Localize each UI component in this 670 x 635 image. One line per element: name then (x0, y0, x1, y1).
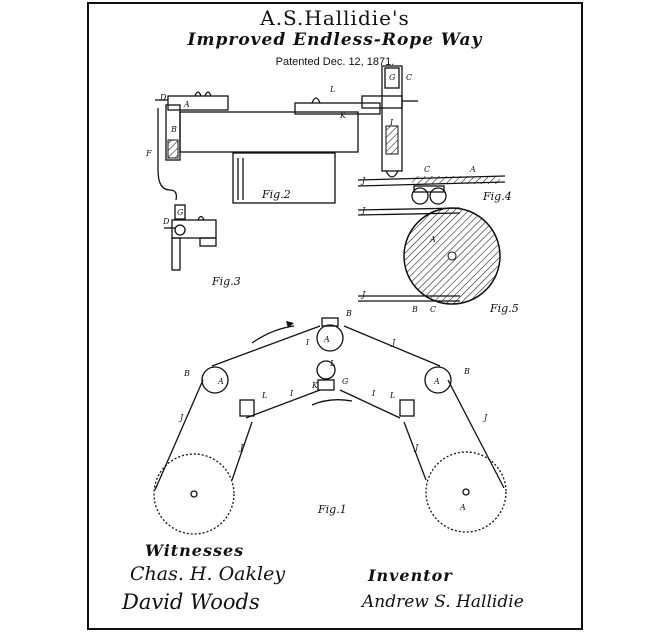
svg-text:L: L (329, 359, 335, 368)
svg-text:A: A (183, 100, 190, 109)
svg-text:B: B (345, 309, 352, 318)
svg-text:B: B (411, 305, 418, 314)
svg-text:A: A (217, 377, 224, 386)
svg-text:L: L (329, 85, 335, 94)
inventor-label: Inventor (368, 566, 453, 585)
fig-2-label: Fig.2 (261, 188, 291, 201)
svg-text:B: B (463, 367, 470, 376)
fig-4-label: Fig.4 (482, 190, 512, 203)
svg-text:A: A (459, 503, 466, 512)
fig-2-drawing: D A B F L K G C I (145, 66, 418, 203)
svg-text:B: B (170, 125, 177, 134)
witness-2-signature: David Woods (122, 590, 260, 614)
svg-text:K: K (339, 111, 347, 120)
fig-5-label: Fig.5 (489, 302, 519, 315)
svg-text:J: J (360, 290, 366, 299)
svg-text:G: G (389, 73, 396, 82)
svg-text:D: D (159, 93, 167, 102)
fig-5-drawing: J A J B C (358, 206, 500, 314)
fig-1-label: Fig.1 (317, 503, 347, 516)
svg-text:L: L (389, 391, 395, 400)
svg-text:A: A (429, 235, 436, 244)
svg-text:B: B (183, 369, 190, 378)
svg-text:K: K (311, 381, 319, 390)
svg-text:A: A (323, 335, 330, 344)
svg-text:A: A (433, 377, 440, 386)
svg-text:G: G (177, 208, 184, 217)
fig-3-label: Fig.3 (211, 275, 241, 288)
svg-text:J: J (178, 413, 184, 422)
svg-text:G: G (342, 377, 349, 386)
svg-text:A: A (469, 165, 476, 174)
svg-text:L: L (261, 391, 267, 400)
inventor-signature: Andrew S. Hallidie (362, 592, 524, 612)
svg-text:I: I (289, 389, 294, 398)
svg-text:J: J (482, 413, 488, 422)
svg-text:F: F (145, 149, 152, 158)
fig-1-drawing: A B A B A B A L G K L L I J J J J J I I (154, 309, 506, 534)
svg-text:D: D (162, 217, 170, 226)
svg-text:C: C (406, 73, 412, 82)
fig-3-drawing: D G (162, 205, 216, 270)
svg-text:I: I (371, 389, 376, 398)
svg-text:I: I (305, 338, 310, 347)
witness-1-signature: Chas. H. Oakley (130, 563, 285, 585)
witnesses-label: Witnesses (145, 541, 244, 560)
svg-text:C: C (424, 165, 430, 174)
svg-text:J: J (238, 443, 244, 452)
svg-text:C: C (430, 305, 436, 314)
